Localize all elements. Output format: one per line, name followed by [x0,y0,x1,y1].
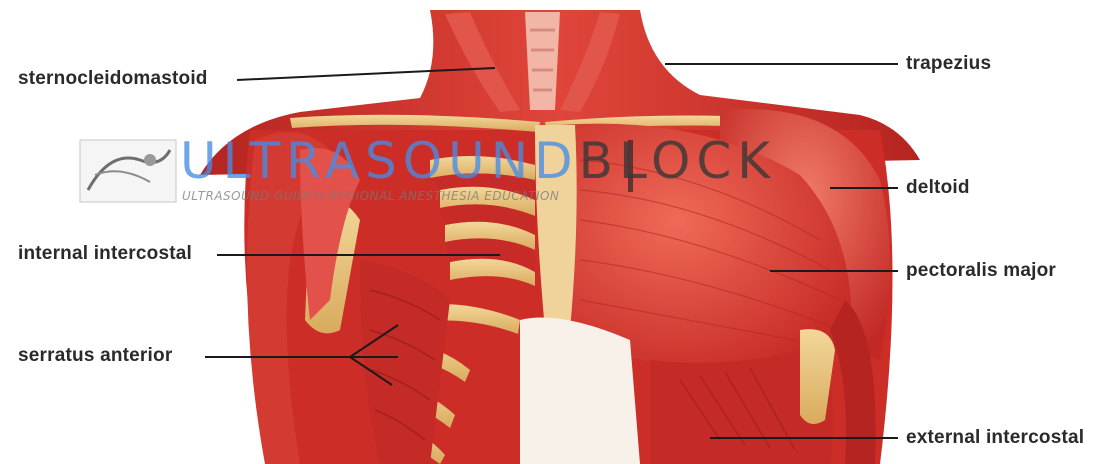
label-external-intercostal: external intercostal [906,427,1084,449]
label-pectoralis-major: pectoralis major [906,260,1056,282]
linea-alba [520,318,640,464]
watermark-part2: OUND [403,132,579,190]
watermark-part1: ULTRAS [180,132,403,190]
watermark-part3: BLOCK [579,132,776,190]
watermark-tagline: ULTRASOUND GUIDED REGIONAL ANESTHESIA ED… [182,189,559,203]
label-internal-intercostal: internal intercostal [18,243,192,265]
watermark-text: ULTRASOUNDBLOCK [180,132,776,190]
watermark-logo-image [80,140,176,202]
label-trapezius: trapezius [906,53,991,75]
label-deltoid: deltoid [906,177,970,199]
label-serratus-anterior: serratus anterior [18,345,172,367]
trachea [525,12,560,110]
label-sternocleidomastoid: sternocleidomastoid [18,68,208,90]
